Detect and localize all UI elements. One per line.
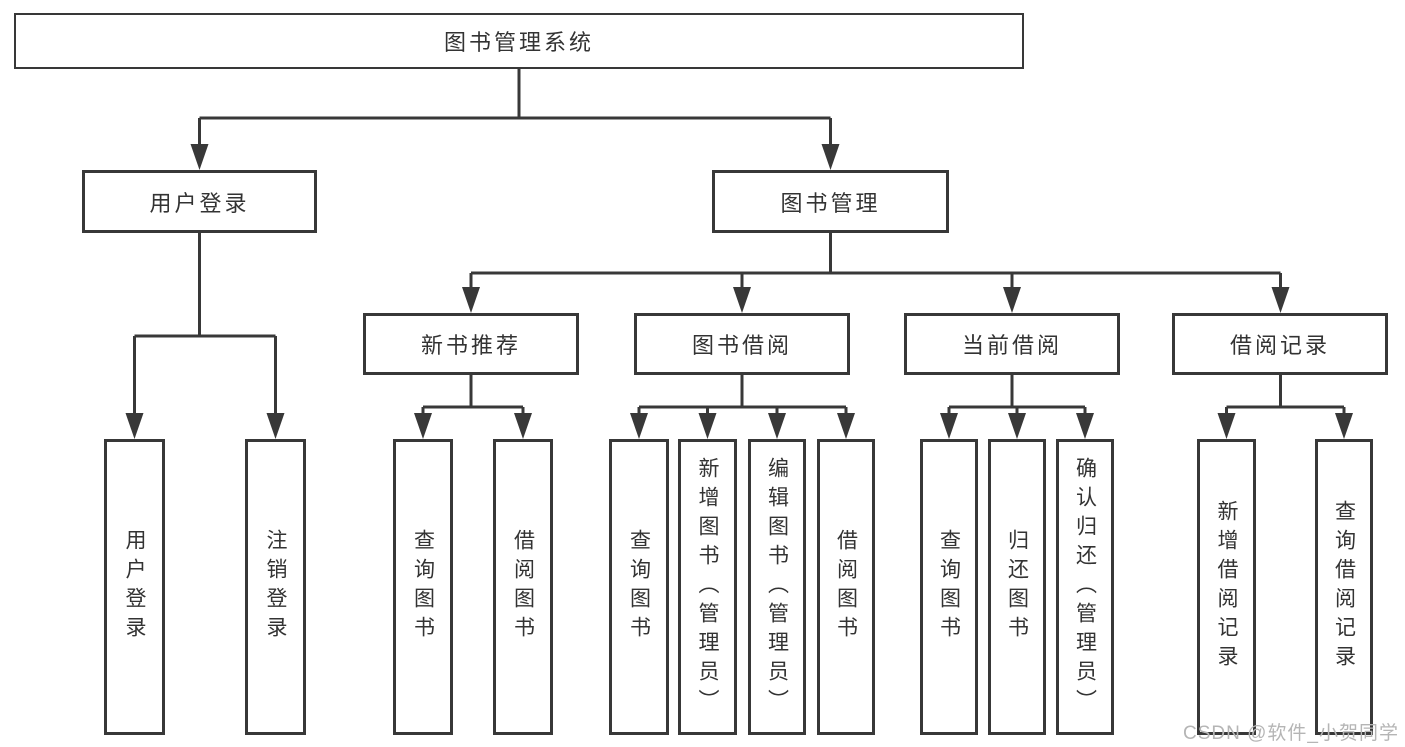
node-book-borrowing-label: 图书借阅 — [691, 333, 792, 358]
node-borrowing-records: 借阅记录 — [1172, 313, 1388, 375]
leaf-edit-books-admin-label: 编辑图书（管理员） — [765, 456, 789, 718]
leaf-edit-books-admin: 编辑图书（管理员） — [748, 439, 806, 735]
arrowhead — [514, 413, 532, 439]
leaf-query-books-current: 查询图书 — [920, 439, 978, 735]
arrowhead — [630, 413, 648, 439]
node-library-system-label: 图书管理系统 — [443, 30, 594, 55]
leaf-add-borrow-record: 新增借阅记录 — [1197, 439, 1256, 735]
connector-user-login-to-leaves — [125, 233, 285, 439]
leaf-user-login: 用户登录 — [104, 439, 165, 735]
arrowhead — [1217, 413, 1236, 439]
leaf-query-books-borrow-label: 查询图书 — [627, 529, 651, 645]
leaf-query-books-rec-label: 查询图书 — [411, 529, 435, 645]
arrowhead — [837, 413, 855, 439]
leaf-confirm-return-admin-label: 确认归还（管理员） — [1073, 456, 1097, 718]
connector-current-borrow-to-leaves — [940, 375, 1094, 439]
arrowhead — [1271, 287, 1290, 313]
arrowhead — [698, 413, 717, 439]
csdn-watermark: CSDN @软件_小贺同学 — [1183, 723, 1399, 744]
leaf-user-login-label: 用户登录 — [123, 529, 146, 645]
arrowhead — [940, 413, 958, 439]
arrowhead — [125, 413, 144, 439]
arrowhead — [1008, 413, 1026, 439]
node-library-system: 图书管理系统 — [14, 13, 1024, 69]
node-book-borrowing: 图书借阅 — [634, 313, 850, 375]
leaf-logout-label: 注销登录 — [264, 529, 287, 645]
node-new-book-recommend-label: 新书推荐 — [420, 333, 521, 358]
leaf-borrow-books-rec-label: 借阅图书 — [511, 529, 535, 645]
leaf-query-borrow-record: 查询借阅记录 — [1315, 439, 1373, 735]
leaf-add-books-admin-label: 新增图书（管理员） — [696, 456, 719, 718]
leaf-confirm-return-admin: 确认归还（管理员） — [1056, 439, 1114, 735]
node-user-login: 用户登录 — [82, 170, 317, 233]
connector-new-book-rec-to-leaves — [414, 375, 532, 439]
leaf-borrow-books: 借阅图书 — [817, 439, 875, 735]
connector-book-mgmt-to-level3 — [462, 233, 1290, 313]
node-current-borrowing-label: 当前借阅 — [961, 333, 1062, 358]
node-book-management: 图书管理 — [712, 170, 949, 233]
arrowhead — [1003, 287, 1021, 313]
leaf-borrow-books-rec: 借阅图书 — [493, 439, 553, 735]
arrowhead — [414, 413, 432, 439]
arrowhead — [768, 413, 786, 439]
arrowhead — [462, 287, 480, 313]
leaf-query-borrow-record-label: 查询借阅记录 — [1332, 500, 1356, 674]
leaf-borrow-books-label: 借阅图书 — [834, 529, 858, 645]
connector-book-borrow-to-leaves — [630, 375, 855, 439]
connector-root-to-level2 — [190, 69, 840, 170]
arrowhead — [733, 287, 751, 313]
leaf-return-books: 归还图书 — [988, 439, 1046, 735]
leaf-query-books-rec: 查询图书 — [393, 439, 453, 735]
arrowhead — [821, 144, 840, 170]
connector-borrow-records-to-leaves — [1217, 375, 1353, 439]
node-book-management-label: 图书管理 — [780, 190, 881, 216]
arrowhead — [1335, 413, 1353, 439]
leaf-return-books-label: 归还图书 — [1005, 529, 1029, 645]
node-new-book-recommend: 新书推荐 — [363, 313, 579, 375]
leaf-query-books-borrow: 查询图书 — [609, 439, 669, 735]
arrowhead — [190, 144, 209, 170]
leaf-add-borrow-record-label: 新增借阅记录 — [1215, 500, 1238, 674]
leaf-logout: 注销登录 — [245, 439, 306, 735]
node-borrowing-records-label: 借阅记录 — [1229, 333, 1330, 358]
node-user-login-label: 用户登录 — [149, 190, 250, 216]
arrowhead — [1076, 413, 1094, 439]
arrowhead — [266, 413, 285, 439]
leaf-add-books-admin: 新增图书（管理员） — [678, 439, 737, 735]
node-current-borrowing: 当前借阅 — [904, 313, 1120, 375]
leaf-query-books-current-label: 查询图书 — [937, 529, 961, 645]
